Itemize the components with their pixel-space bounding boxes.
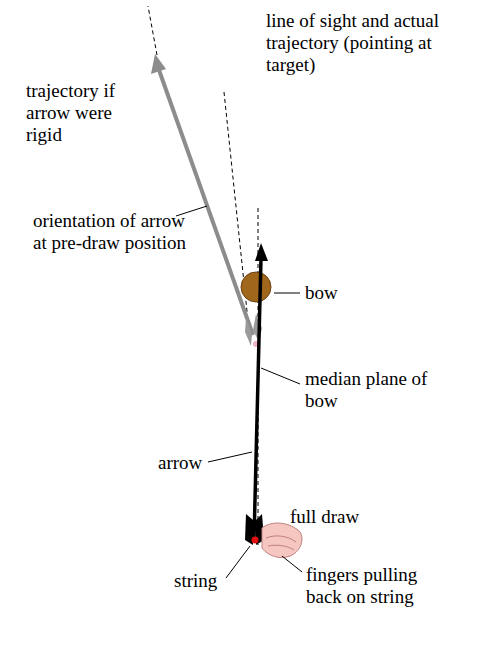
- pre-draw-arrowhead: [151, 54, 166, 74]
- leader-line: [282, 556, 302, 572]
- pre-draw-arrow-shaft: [159, 70, 253, 335]
- rigid-trajectory-line: [148, 6, 157, 55]
- part-label: fingers pulling back on string: [306, 564, 436, 608]
- finger-creases: [266, 536, 296, 550]
- bow-symbol: [241, 272, 271, 302]
- part-label: string: [174, 570, 234, 592]
- part-label: bow: [305, 282, 365, 304]
- leader-line: [274, 293, 300, 294]
- string-dot: [252, 537, 259, 544]
- part-label: median plane of bow: [305, 368, 455, 412]
- fingers: [262, 523, 302, 558]
- leader-line: [208, 452, 252, 462]
- pre-draw-fletching: [245, 318, 252, 346]
- trajectory-label: trajectory if arrow were rigid: [26, 80, 151, 146]
- state-label: full draw: [290, 506, 400, 528]
- arrow-shaft: [254, 258, 261, 540]
- leader-line: [226, 546, 250, 578]
- orientation-label: orientation of arrow at pre-draw positio…: [33, 210, 193, 254]
- leader-line: [261, 368, 300, 384]
- line-of-sight-label: line of sight and actual trajectory (poi…: [266, 10, 456, 76]
- arrowhead: [255, 243, 268, 261]
- part-label: arrow: [158, 452, 218, 474]
- line-of-sight: [224, 92, 250, 340]
